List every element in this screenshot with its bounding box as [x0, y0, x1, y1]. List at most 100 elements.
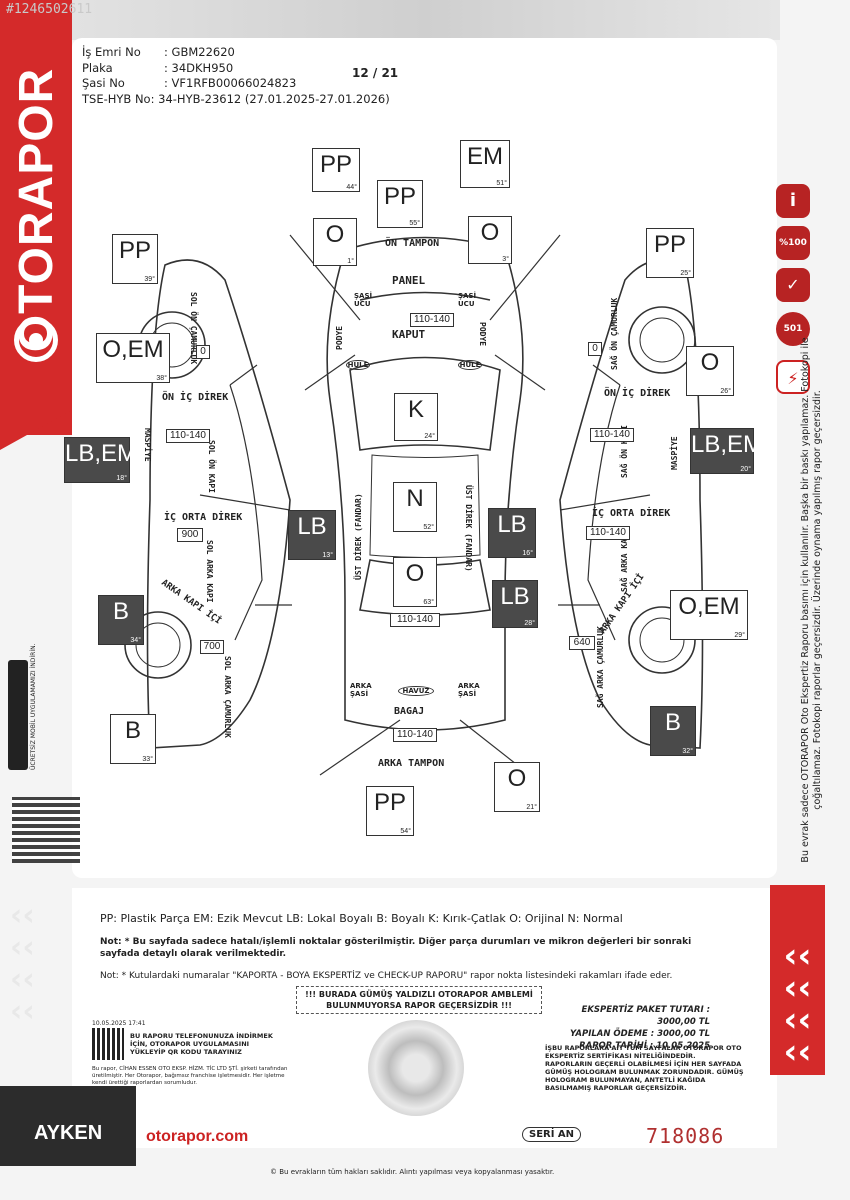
wheel-rear-left [124, 611, 192, 679]
badge-lightning-icon: ⚡ [776, 360, 810, 394]
serial-number: 718086 [646, 1124, 725, 1148]
status-point-number: 54° [400, 828, 411, 835]
hologram-warning: !!! BURADA GÜMÜŞ YALDIZLI OTORAPOR AMBLE… [296, 986, 542, 1014]
brand-logo-icon [14, 318, 58, 362]
car-windshield [349, 356, 501, 451]
top-background [70, 0, 780, 40]
qr-date: 10.05.2025 17:41 [92, 1020, 146, 1027]
status-point-number: 29° [734, 632, 745, 639]
status-code: EM [467, 143, 503, 170]
label-ust-direk-right: ÜST DİREK (FANDAR) [464, 485, 473, 572]
status-point-number: 20° [740, 466, 751, 473]
label-podye-right: PODYE [478, 322, 487, 347]
store-text: ÜCRETSİZ MOBİL UYGULAMAMIZI İNDİRİN. [30, 643, 37, 770]
thickness-sag-on-kapi: 110-140 [590, 428, 634, 442]
small-qr-icon[interactable] [92, 1028, 124, 1060]
label-on-tampon: ÖN TAMPON [385, 238, 440, 249]
fine-print: İŞBU RAPORLARA AİT TÜM SAYFALAR OTORAPOR… [545, 1044, 744, 1092]
right-red-band [770, 885, 825, 1075]
fees: EKSPERTİZ PAKET TUTARI : 3000,00 TL YAPI… [560, 1004, 710, 1052]
thickness-sol-on-kapi: 110-140 [166, 429, 210, 443]
status-code: PP [653, 231, 686, 258]
label-sag-arka-camurluk: SAĞ ARKA ÇAMURLUK [596, 626, 605, 708]
header-row: Şasi No: VF1RFB00066024823 [82, 76, 297, 90]
thickness-sol-arka-camurluk: 700 [200, 640, 224, 654]
status-code: O [405, 560, 425, 587]
status-point-number: 55° [409, 220, 420, 227]
chevron-decoration-icon: ‹‹‹‹‹‹‹‹ [10, 898, 35, 1029]
copyright: © Bu evrakların tüm hakları saklıdır. Al… [270, 1168, 555, 1176]
thickness-sol-on-camurluk: 0 [196, 345, 210, 359]
brand-band-tip [0, 410, 72, 450]
label-sol-arka-camurluk: SOL ARKA ÇAMURLUK [223, 656, 232, 738]
label-arka-sasi-right: ARKA ŞASİ [458, 682, 480, 698]
header-row: TSE-HYB No: 34-HYB-23612 (27.01.2025-27.… [82, 91, 390, 106]
label-podye-left: PODYE [335, 325, 344, 350]
status-point-number: 34° [130, 637, 141, 644]
website-link[interactable]: otorapor.com [146, 1128, 249, 1145]
label-maspiye-right: MASPİYE [670, 436, 679, 470]
fee-tarih: RAPOR TARİHİ : 10.05.2025 [579, 1041, 710, 1051]
status-point-number: 38° [156, 375, 167, 382]
status-code: LB [500, 583, 530, 610]
status-point-number: 26° [720, 388, 731, 395]
status-box: O,EM 29° [670, 590, 748, 640]
status-code: PP [373, 789, 406, 816]
status-point-number: 24° [424, 433, 435, 440]
thickness-sag-on-camurluk: 0 [588, 342, 602, 356]
label-arka-tampon: ARKA TAMPON [378, 758, 445, 769]
status-point-number: 63° [423, 599, 434, 606]
badge-check-icon: ✓ [776, 268, 810, 302]
label-panel: PANEL [392, 274, 426, 287]
status-code: O,EM [678, 593, 740, 620]
label-hule-left: HULE [346, 360, 370, 370]
status-box: PP 54° [366, 786, 414, 836]
qr-code-icon[interactable] [12, 797, 80, 863]
status-code: B [112, 598, 129, 625]
label-kaput: KAPUT [392, 328, 426, 341]
status-point-number: 16° [522, 550, 533, 557]
app-store-badges[interactable] [8, 660, 28, 770]
label-havuz: HAVUZ [398, 686, 434, 696]
status-point-number: 32° [682, 748, 693, 755]
status-point-number: 51° [496, 180, 507, 187]
status-point-number: 3° [502, 256, 509, 263]
badge-points-icon: 501 [776, 312, 810, 346]
status-code: O [325, 221, 345, 248]
label-sol-arka-kapi: SOL ARKA KAPI [205, 540, 214, 603]
status-box: O 1° [313, 218, 357, 266]
footer-fine: Bu rapor, CİHAN ESSEN OTO EKSP. HİZM. Tİ… [92, 1066, 288, 1086]
label-sol-on-kapi: SOL ÖN KAPI [207, 440, 216, 493]
thickness-kaput: 110-140 [410, 313, 454, 327]
status-point-number: 1° [347, 258, 354, 265]
status-point-number: 52° [423, 524, 434, 531]
wheel-rear-right [628, 606, 696, 674]
header-row: İş Emri No: GBM22620 [82, 45, 235, 59]
hologram-icon [368, 1020, 464, 1116]
status-box: EM 51° [460, 140, 510, 188]
status-code: LB,EM [65, 440, 138, 467]
status-point-number: 13° [322, 552, 333, 559]
status-code: PP [319, 151, 352, 178]
ayken-logo: AYKEN [0, 1086, 136, 1166]
status-point-number: 25° [680, 270, 691, 277]
status-code: LB [497, 511, 527, 538]
note-1: Not: * Bu sayfada sadece hatalı/işlemli … [100, 937, 692, 959]
car-left-outline [146, 259, 291, 749]
status-code: PP [118, 237, 151, 264]
brand-band [0, 0, 72, 435]
header-row: Plaka: 34DKH950 [82, 60, 234, 75]
thickness-sag-arka-kapi: 110-140 [586, 526, 630, 540]
fee-paket: EKSPERTİZ PAKET TUTARI : 3000,00 TL [581, 1005, 710, 1027]
